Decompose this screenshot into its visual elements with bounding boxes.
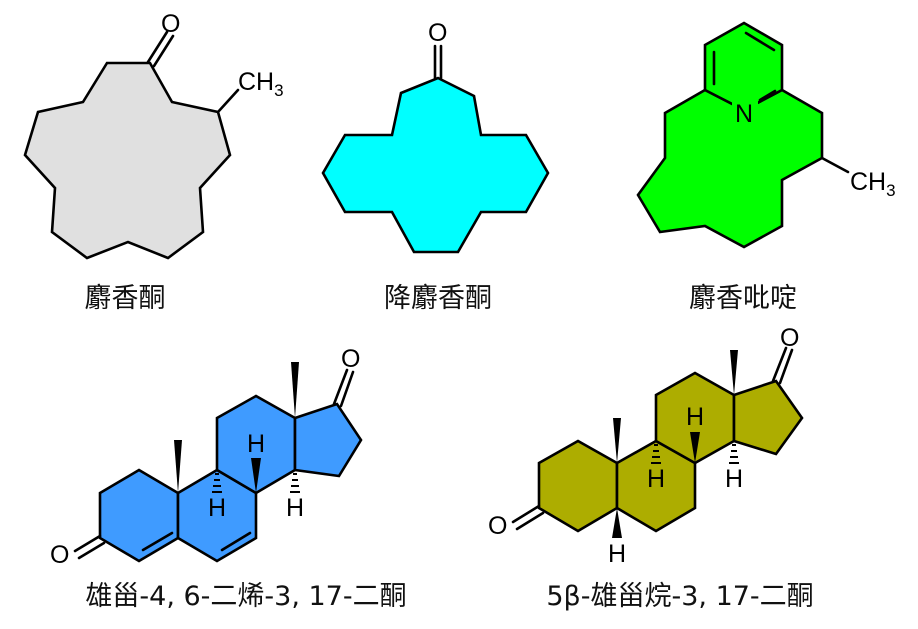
muscopyridine-nitrogen-label: N [735, 100, 753, 128]
muscopyridine-methyl-label: CH3 [850, 168, 896, 200]
androstadienedione-h14-label: H [286, 494, 304, 522]
ring-a [98, 468, 180, 563]
normuscone-ring [321, 76, 550, 254]
androstadienedione-caption: 雄甾-4, 6-二烯-3, 17-二酮 [85, 581, 407, 612]
muscopyridine-caption: 麝香吡啶 [689, 283, 797, 314]
muscone-oxygen-label: O [161, 10, 180, 38]
androstanedione-structure: O O H H H H [488, 324, 804, 568]
androstadienedione-h9-label: H [208, 494, 226, 522]
normuscone-structure: O [321, 19, 550, 254]
androstadienedione-o3-label: O [50, 541, 69, 569]
ring-d [293, 402, 363, 478]
androstanedione-h8-label: H [686, 403, 704, 431]
muscone-structure: O CH3 [23, 10, 284, 260]
androstanedione-o3-label: O [488, 512, 507, 540]
androstanedione-h14-label: H [725, 465, 743, 493]
androstanedione-caption: 5β-雄甾烷-3, 17-二酮 [546, 581, 814, 612]
normuscone-caption: 降麝香酮 [384, 283, 492, 314]
muscopyridine-macrocycle [636, 88, 824, 249]
androstanedione-h5-label: H [608, 540, 626, 568]
muscone-methyl-label: CH3 [238, 68, 284, 100]
androstadienedione-structure: O O H H H [50, 345, 363, 569]
androstadienedione-o17-label: O [341, 345, 360, 373]
muscone-ring [23, 61, 232, 260]
androstadienedione-h8-label: H [247, 430, 265, 458]
pyridine-ring [703, 21, 784, 112]
ring-a [537, 439, 619, 533]
ring-d [732, 379, 804, 456]
androstanedione-o17-label: O [780, 324, 799, 352]
muscone-caption: 麝香酮 [84, 283, 166, 314]
muscopyridine-structure: N CH3 [636, 21, 896, 249]
androstanedione-h9-label: H [647, 465, 665, 493]
normuscone-oxygen-label: O [428, 19, 447, 47]
